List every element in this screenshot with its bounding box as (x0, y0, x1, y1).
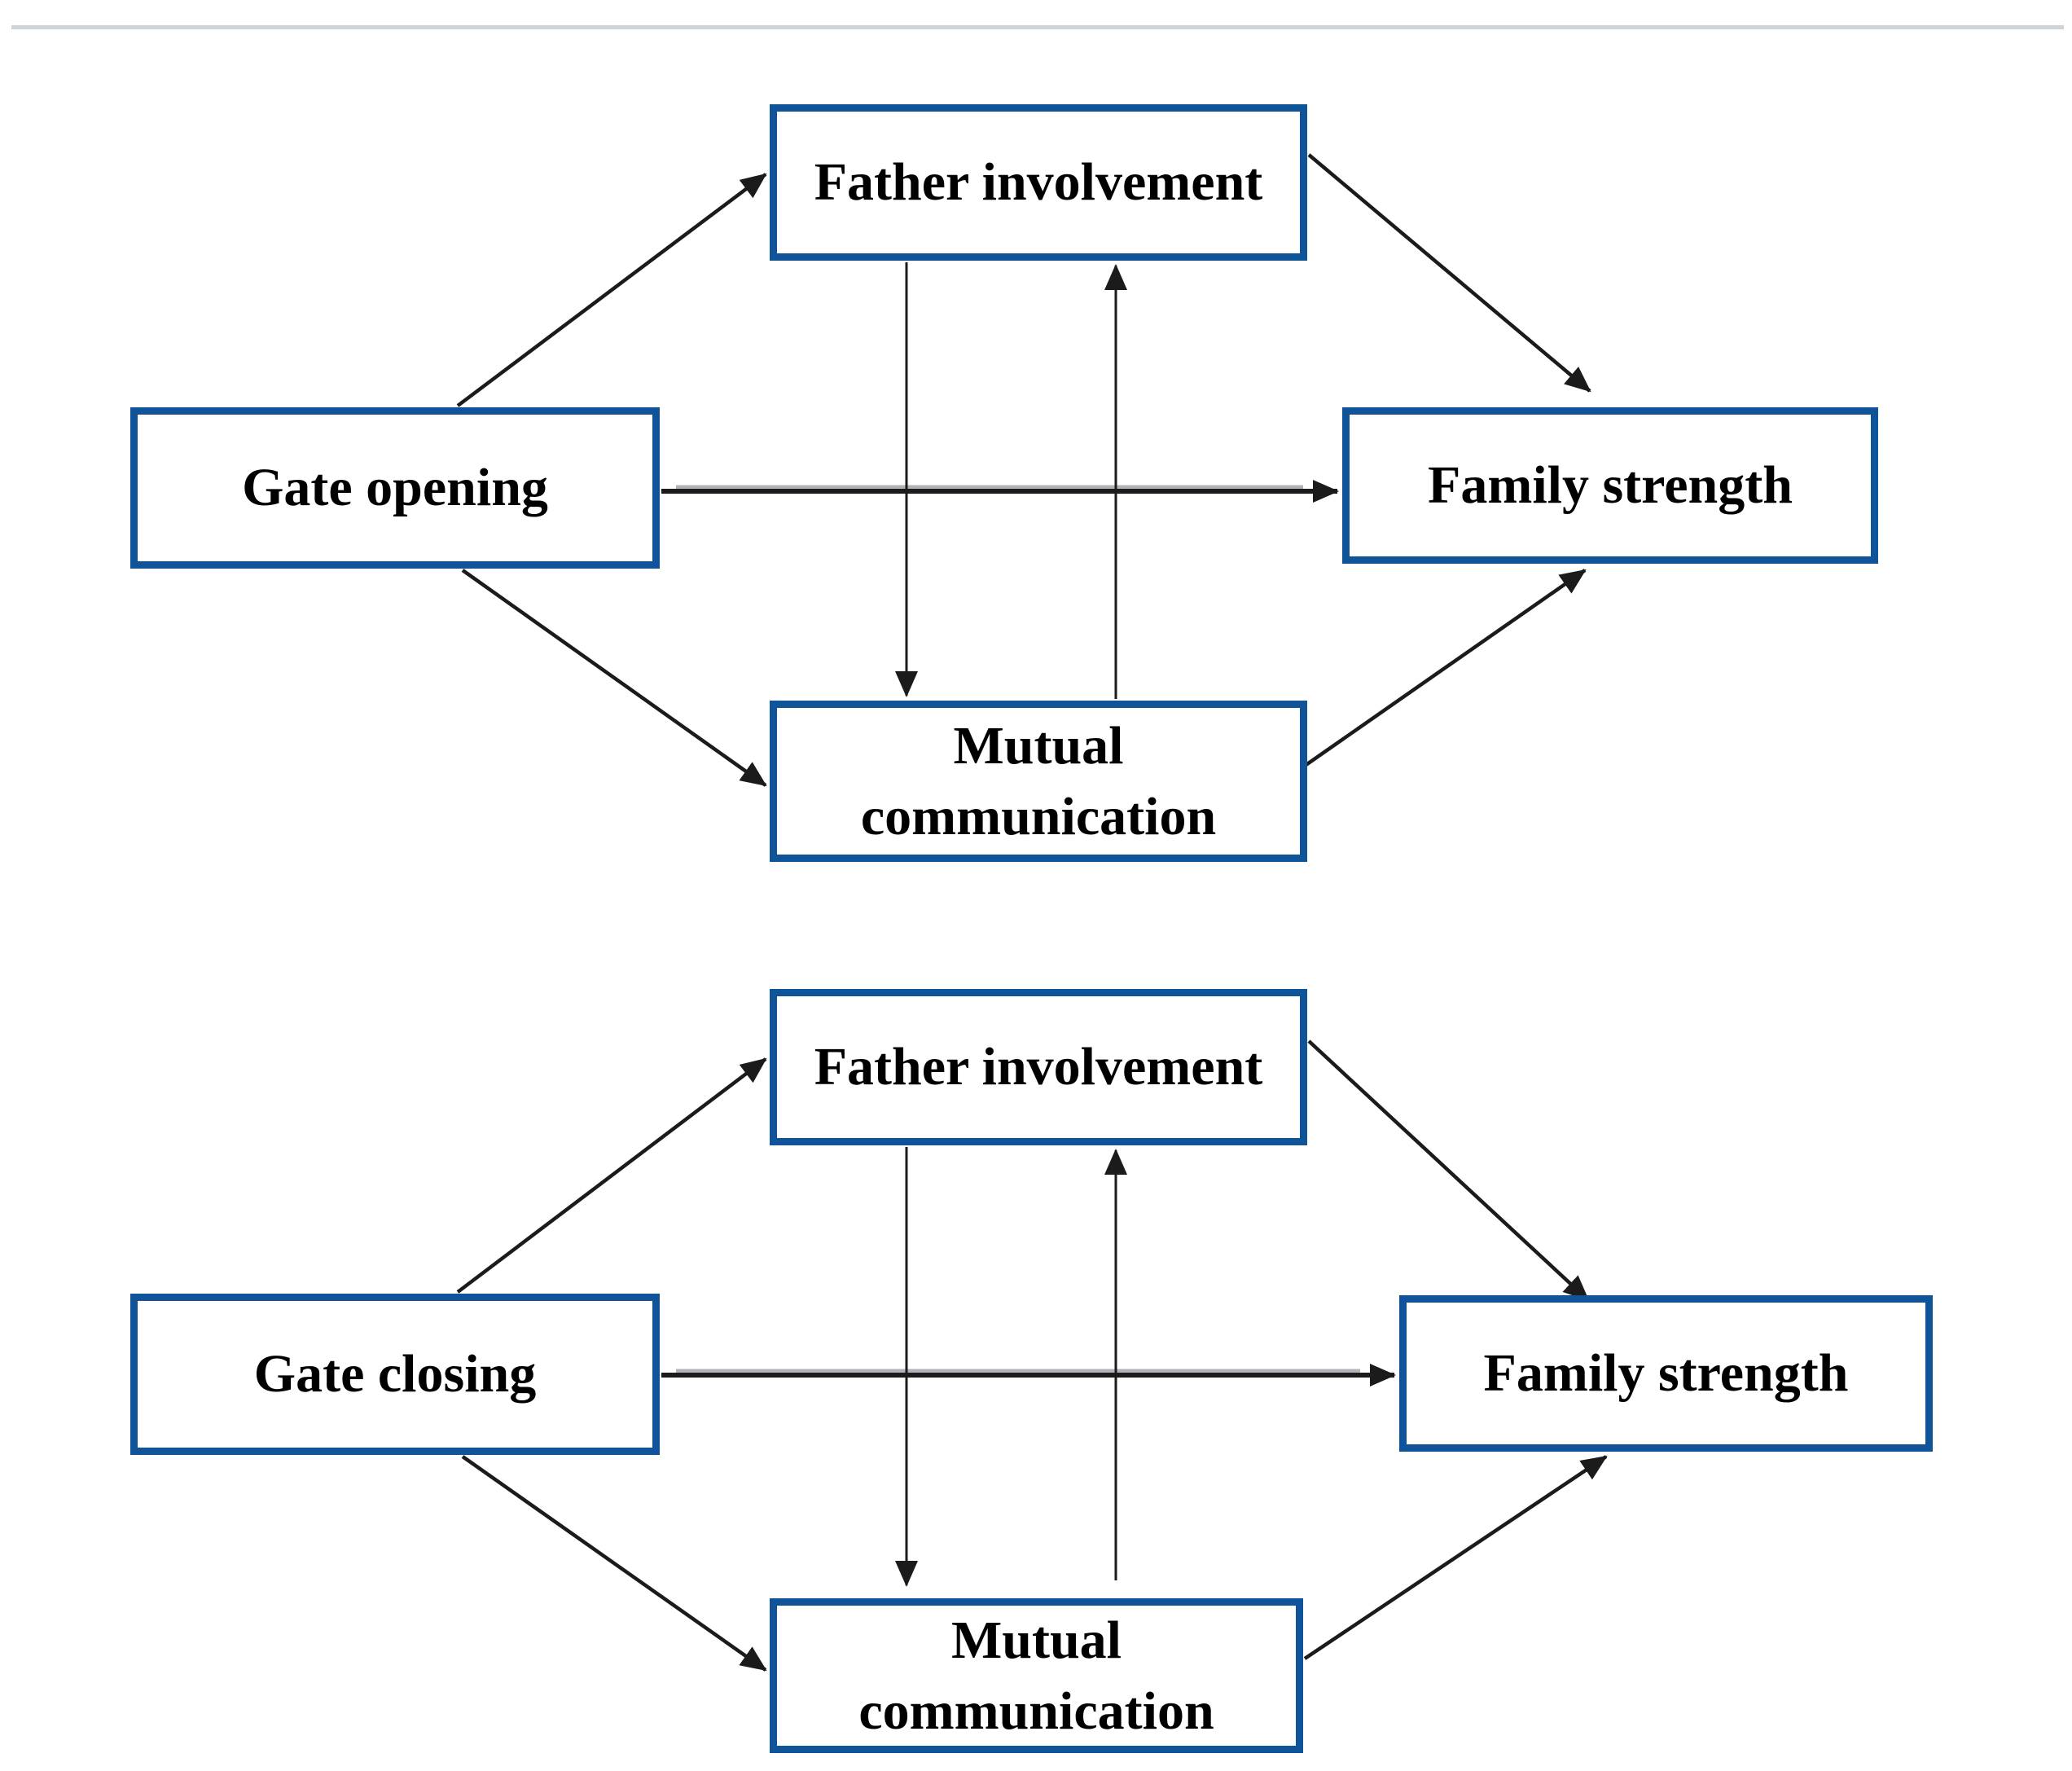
arrow-mutual-communication-to-family-strength-bottom (1303, 1455, 1608, 1660)
node-mutual-communication-bottom: Mutual communication (770, 1598, 1303, 1753)
arrow-gate-opening-to-mutual-communication (461, 569, 767, 787)
node-father-involvement-top-label: Father involvement (814, 152, 1263, 213)
node-family-strength-top-label: Family strength (1428, 455, 1793, 516)
node-gate-closing-label: Gate closing (253, 1344, 537, 1404)
node-father-involvement-bottom: Father involvement (770, 989, 1307, 1145)
arrow-father-involvement-to-family-strength-bottom (1307, 1039, 1590, 1302)
top-divider (11, 25, 2064, 29)
arrow-gate-closing-to-mutual-communication (461, 1455, 767, 1672)
arrow-mutual-communication-to-family-strength (1303, 569, 1587, 767)
node-mutual-communication-bottom-label: Mutual communication (858, 1610, 1214, 1741)
arrow-gate-closing-to-father-involvement (456, 1057, 767, 1294)
node-family-strength-bottom-label: Family strength (1483, 1343, 1849, 1404)
node-gate-opening-label: Gate opening (242, 458, 548, 518)
node-father-involvement-top: Father involvement (770, 104, 1307, 261)
arrow-father-involvement-to-family-strength (1307, 153, 1591, 393)
node-gate-closing: Gate closing (130, 1294, 660, 1455)
node-gate-opening: Gate opening (130, 407, 660, 569)
node-father-involvement-bottom-label: Father involvement (814, 1037, 1263, 1097)
node-mutual-communication-top: Mutual communication (770, 701, 1307, 862)
arrow-gate-opening-to-father-involvement (456, 173, 767, 407)
node-mutual-communication-top-label: Mutual communication (860, 715, 1217, 846)
node-family-strength-top: Family strength (1342, 407, 1878, 564)
node-family-strength-bottom: Family strength (1399, 1295, 1933, 1452)
